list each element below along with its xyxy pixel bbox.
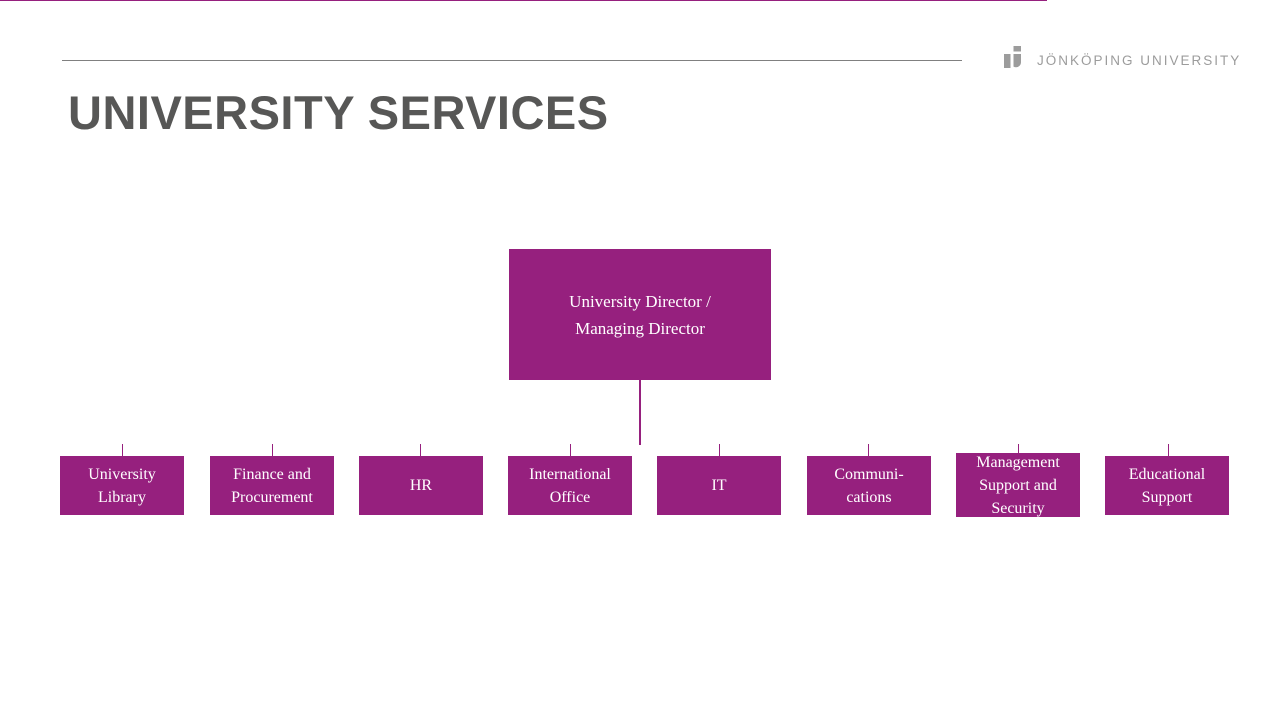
org-node-label-line: University: [88, 465, 156, 483]
org-node-label-line: Management: [976, 453, 1060, 471]
connector-root-stem: [639, 380, 641, 445]
org-node-label: University Library: [88, 463, 156, 509]
connector-drop-management-support-and-security: [1018, 444, 1019, 453]
page-title: UNIVERSITY SERVICES: [68, 86, 609, 139]
connector-drop-hr: [420, 444, 421, 456]
org-node-university-director[interactable]: University Director / Managing Director: [509, 249, 771, 380]
connector-horizontal-bus: [0, 0, 1047, 1]
jonkoping-university-j-mark-icon: [1003, 45, 1027, 75]
org-node-label-line: Procurement: [231, 488, 313, 506]
brand-logo-text: JÖNKÖPING UNIVERSITY: [1037, 52, 1242, 68]
brand-logo: JÖNKÖPING UNIVERSITY: [1003, 45, 1239, 75]
org-node-label-line: cations: [846, 488, 892, 506]
connector-drop-international-office: [570, 444, 571, 456]
org-node-hr[interactable]: HR: [359, 456, 483, 515]
org-node-label-line: International: [529, 465, 611, 483]
org-node-label: HR: [410, 474, 432, 497]
connector-drop-finance-and-procurement: [272, 444, 273, 456]
org-node-label: University Director / Managing Director: [569, 288, 711, 342]
connector-drop-university-library: [122, 444, 123, 456]
org-node-label-line: Educational: [1128, 465, 1206, 483]
org-node-label: IT: [711, 474, 726, 497]
org-node-label-line: HR: [409, 477, 433, 494]
header-divider: [62, 60, 962, 61]
org-node-label-line: Finance and: [233, 465, 311, 483]
org-node-label-line: Support and: [979, 476, 1057, 494]
org-node-label-line: University Director /: [569, 291, 711, 311]
org-node-communications[interactable]: Communi- cations: [807, 456, 931, 515]
org-node-label: Communi- cations: [834, 463, 903, 509]
org-node-it[interactable]: IT: [657, 456, 781, 515]
org-node-educational-support[interactable]: Educational Support: [1105, 456, 1229, 515]
org-node-international-office[interactable]: International Office: [508, 456, 632, 515]
org-node-label-line: Support: [1141, 488, 1193, 506]
connector-drop-it: [719, 444, 720, 456]
org-node-management-support-and-security[interactable]: Management Support and Security: [956, 453, 1080, 517]
org-node-finance-and-procurement[interactable]: Finance and Procurement: [210, 456, 334, 515]
org-node-label-line: Security: [991, 499, 1045, 517]
org-node-label-line: IT: [711, 477, 727, 494]
org-node-label-line: Communi-: [834, 465, 904, 483]
org-node-label-line: Managing Director: [575, 318, 705, 338]
org-node-label-line: Library: [98, 488, 146, 506]
org-node-label: International Office: [529, 463, 611, 509]
org-node-label: Finance and Procurement: [231, 463, 313, 509]
connector-drop-communications: [868, 444, 869, 456]
org-node-university-library[interactable]: University Library: [60, 456, 184, 515]
connector-drop-educational-support: [1168, 444, 1169, 456]
org-node-label: Educational Support: [1129, 463, 1205, 509]
org-node-label: Management Support and Security: [976, 451, 1060, 520]
org-node-label-line: Office: [549, 488, 591, 506]
